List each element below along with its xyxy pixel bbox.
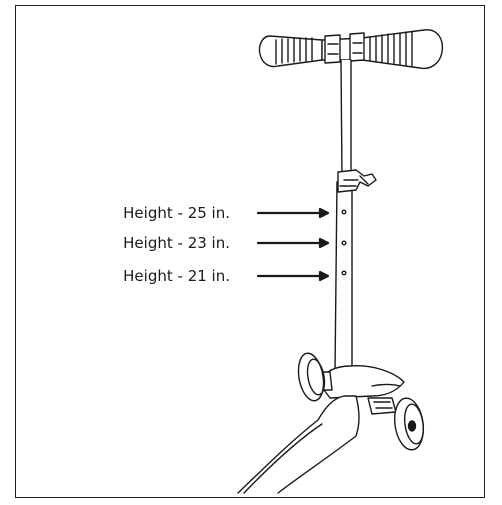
right-wheel [367,397,425,451]
height-label-23: Height - 23 in. [123,234,230,252]
handlebar-center [321,32,365,64]
left-grip [258,35,323,68]
stem-tube [334,59,353,373]
height-hole-25 [341,209,347,215]
height-hole-21 [341,270,347,276]
height-label-21: Height - 21 in. [123,267,230,285]
arrow-23 [256,237,330,249]
scooter-deck [237,395,360,494]
right-grip [361,29,444,70]
arrow-21 [256,270,330,282]
height-hole-23 [341,240,347,246]
left-wheel [297,352,326,402]
height-clamp [337,169,377,193]
arrow-25 [256,207,330,219]
steering-base [317,365,405,399]
height-label-25: Height - 25 in. [123,204,230,222]
